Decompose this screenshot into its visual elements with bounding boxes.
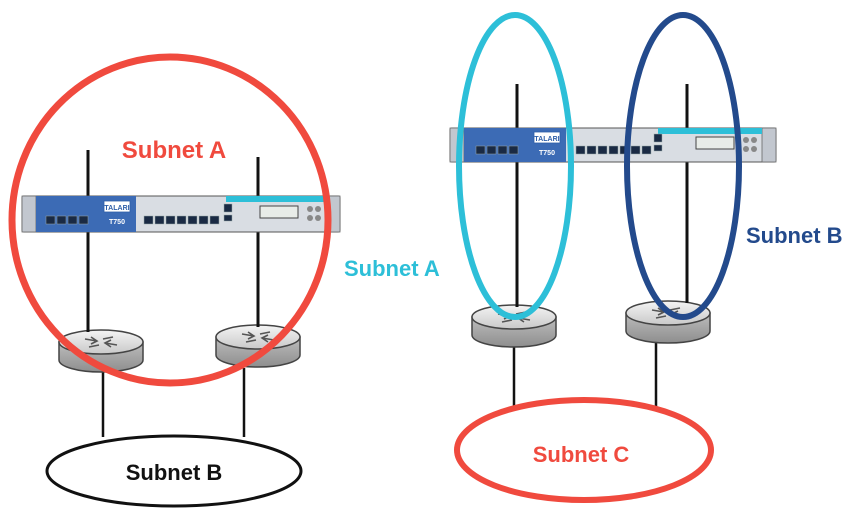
router-icon (471, 304, 557, 348)
right-diagram: Subnet C (449, 12, 777, 503)
subnet-c-ellipse (454, 397, 714, 503)
appliance-model: T750 (539, 150, 555, 157)
subnet-b-ellipse-navy (624, 12, 742, 320)
appliance-brand: TALARI (534, 136, 559, 143)
network-appliance-icon: TALARI T750 (21, 195, 341, 233)
appliance-brand: TALARI (104, 205, 129, 212)
subnet-a-ellipse-cyan (456, 12, 574, 320)
subnet-c-label: Subnet C (533, 442, 630, 467)
subnet-b-label-navy: Subnet B (746, 223, 843, 248)
subnet-a-label: Subnet A (122, 137, 226, 164)
router-icon (58, 329, 144, 373)
subnet-a-ellipse (8, 53, 332, 387)
router-icon (625, 300, 711, 344)
left-diagram: TALARI T750 Subnet A Subnet B (8, 53, 341, 508)
subnet-a-label-cyan: Subnet A (344, 256, 440, 281)
subnet-b-label: Subnet B (126, 460, 223, 485)
subnet-b-ellipse (45, 434, 303, 508)
network-appliance-icon: TALARI T750 (449, 127, 777, 163)
appliance-model: T750 (109, 219, 125, 226)
